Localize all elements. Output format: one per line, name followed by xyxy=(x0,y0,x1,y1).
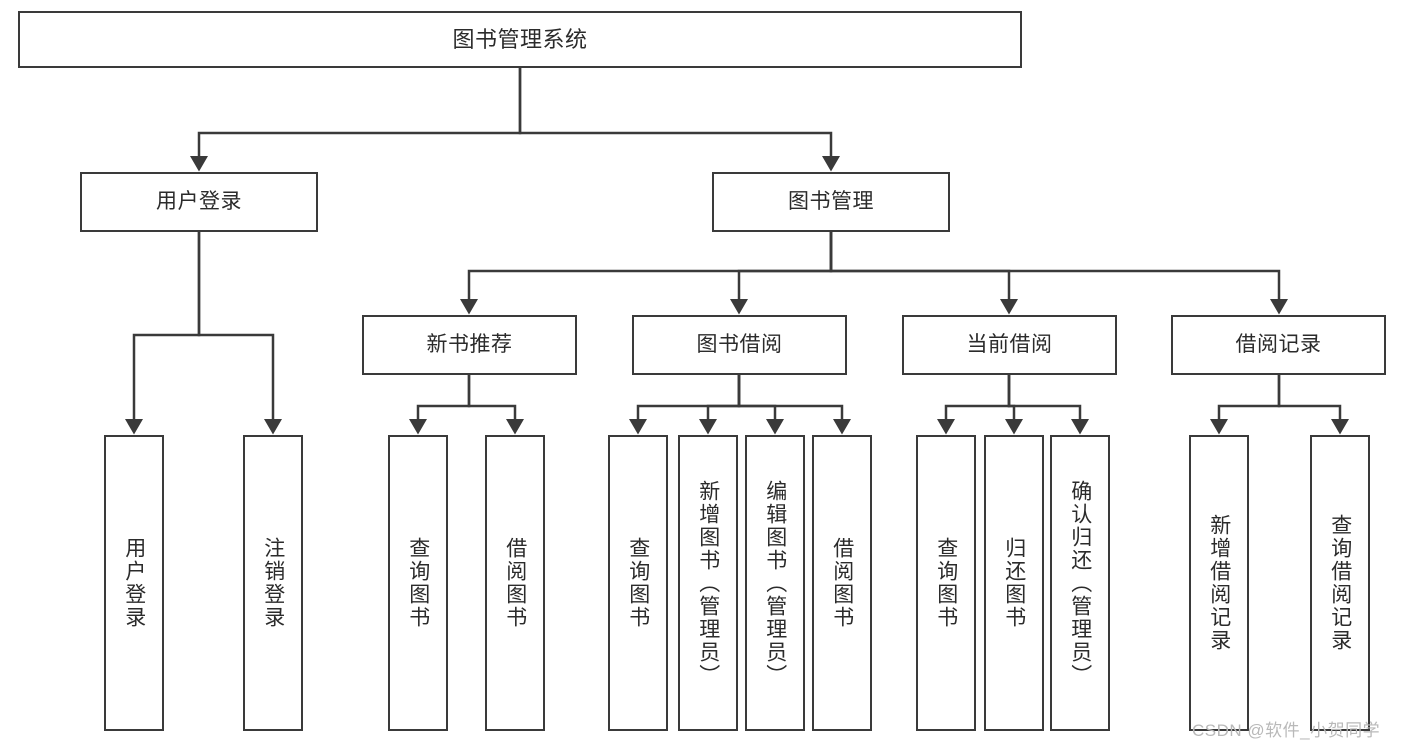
edge-当前借阅-to-确认归还管理员 xyxy=(1007,375,1089,435)
edge-图书管理-to-新书推荐 xyxy=(459,232,833,315)
edge-用户登录-to-注销登录-leaf xyxy=(197,232,282,435)
node-label: 借阅记录 xyxy=(1235,332,1322,356)
node-leaf-用户登录-0[interactable]: 用户登录 xyxy=(104,435,164,731)
node-label: 借阅图书 xyxy=(503,537,527,629)
node-leaf-新增图书管理员-5[interactable]: 新增图书（管理员） xyxy=(678,435,738,731)
edge-图书借阅-to-借阅图书 xyxy=(737,375,851,435)
node-label: 确认归还（管理员） xyxy=(1068,479,1092,687)
node-leaf-归还图书-9[interactable]: 归还图书 xyxy=(984,435,1044,731)
edge-图书管理-to-图书借阅 xyxy=(729,232,833,315)
edge-图书管理系统-to-图书管理 xyxy=(518,68,840,172)
edge-当前借阅-to-查询图书 xyxy=(936,375,1011,435)
node-l3-新书推荐-0[interactable]: 新书推荐 xyxy=(362,315,577,375)
edge-图书借阅-to-新增图书管理员 xyxy=(698,375,741,435)
node-label: 编辑图书（管理员） xyxy=(763,479,787,687)
node-leaf-确认归还管理员-10[interactable]: 确认归还（管理员） xyxy=(1050,435,1110,731)
node-label: 注销登录 xyxy=(261,537,285,629)
node-l3-借阅记录-3[interactable]: 借阅记录 xyxy=(1171,315,1386,375)
edge-图书管理-to-当前借阅 xyxy=(829,232,1018,315)
node-leaf-查询图书-2[interactable]: 查询图书 xyxy=(388,435,448,731)
edge-借阅记录-to-查询借阅记录 xyxy=(1277,375,1349,435)
edge-当前借阅-to-归还图书 xyxy=(1004,375,1023,435)
node-leaf-新增借阅记录-11[interactable]: 新增借阅记录 xyxy=(1189,435,1249,731)
node-l3-当前借阅-2[interactable]: 当前借阅 xyxy=(902,315,1117,375)
node-label: 用户登录 xyxy=(122,537,146,629)
node-leaf-借阅图书-3[interactable]: 借阅图书 xyxy=(485,435,545,731)
edge-新书推荐-to-查询图书 xyxy=(408,375,471,435)
node-leaf-查询图书-8[interactable]: 查询图书 xyxy=(916,435,976,731)
edge-图书管理-to-借阅记录 xyxy=(829,232,1288,315)
node-label: 用户登录 xyxy=(156,189,242,213)
node-l2-用户登录-0[interactable]: 用户登录 xyxy=(80,172,318,232)
node-label: 查询图书 xyxy=(406,537,430,629)
node-label: 图书管理 xyxy=(788,189,874,213)
node-label: 新书推荐 xyxy=(426,332,513,356)
node-leaf-借阅图书-7[interactable]: 借阅图书 xyxy=(812,435,872,731)
edge-图书管理系统-to-用户登录 xyxy=(189,68,522,172)
edge-借阅记录-to-新增借阅记录 xyxy=(1209,375,1281,435)
edge-图书借阅-to-编辑图书管理员 xyxy=(737,375,784,435)
node-label: 当前借阅 xyxy=(966,332,1053,356)
node-l3-图书借阅-1[interactable]: 图书借阅 xyxy=(632,315,847,375)
edge-用户登录-to-用户登录-leaf xyxy=(124,232,201,435)
node-label: 图书借阅 xyxy=(696,332,783,356)
csdn-watermark: CSDN @软件_小贺同学 xyxy=(1192,721,1381,740)
node-l2-图书管理-1[interactable]: 图书管理 xyxy=(712,172,950,232)
node-leaf-查询借阅记录-12[interactable]: 查询借阅记录 xyxy=(1310,435,1370,731)
node-label: 借阅图书 xyxy=(830,537,854,629)
node-root-图书管理系统[interactable]: 图书管理系统 xyxy=(18,11,1022,68)
node-leaf-查询图书-4[interactable]: 查询图书 xyxy=(608,435,668,731)
node-label: 查询图书 xyxy=(934,537,958,629)
node-label: 新增借阅记录 xyxy=(1207,514,1231,652)
edge-图书借阅-to-查询图书 xyxy=(628,375,741,435)
edge-新书推荐-to-借阅图书 xyxy=(467,375,524,435)
node-label: 新增图书（管理员） xyxy=(696,479,720,687)
node-label: 归还图书 xyxy=(1002,537,1026,629)
node-label: 查询借阅记录 xyxy=(1328,514,1352,652)
node-label: 图书管理系统 xyxy=(452,26,588,52)
node-leaf-编辑图书管理员-6[interactable]: 编辑图书（管理员） xyxy=(745,435,805,731)
node-leaf-注销登录-1[interactable]: 注销登录 xyxy=(243,435,303,731)
node-label: 查询图书 xyxy=(626,537,650,629)
